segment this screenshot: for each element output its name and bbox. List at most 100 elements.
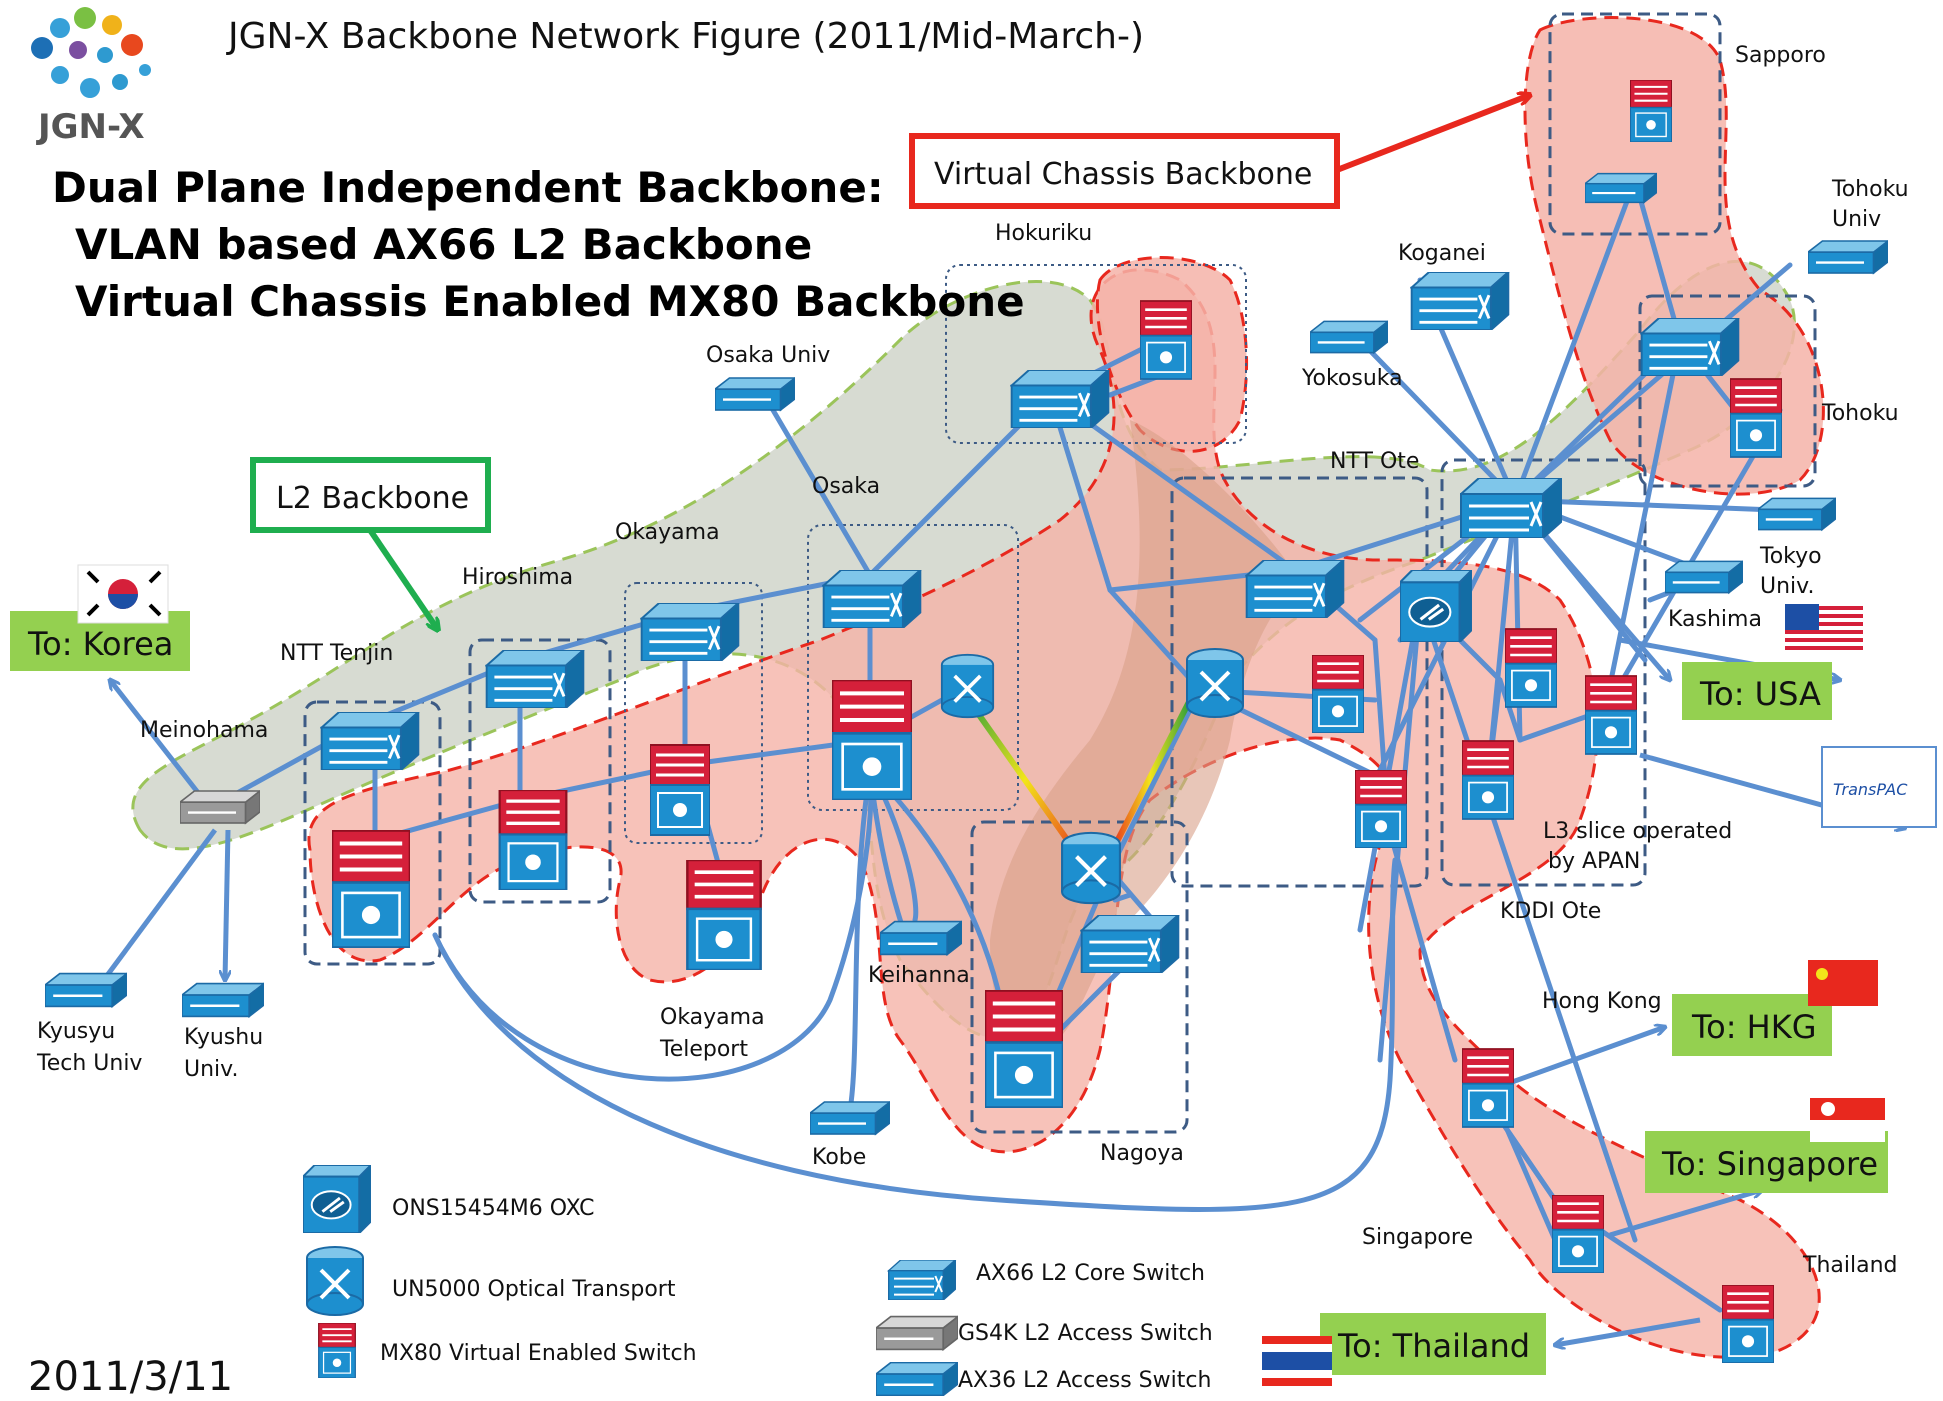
optical-links xyxy=(962,674,1193,867)
nagoya-optical-transport xyxy=(1062,833,1120,903)
label-kashima: Kashima xyxy=(1668,607,1762,632)
tohoku-mx80 xyxy=(1730,378,1782,458)
mx80-region-north xyxy=(1523,16,1825,496)
tohoku-univ-switch xyxy=(1808,239,1888,275)
singapore-flag-icon xyxy=(1810,1098,1885,1142)
destination-singapore: To: Singapore xyxy=(1661,1145,1878,1183)
optical-transport-icon xyxy=(307,1247,363,1315)
label-osaka-univ: Osaka Univ xyxy=(706,343,830,368)
okayama-teleport-mx80 xyxy=(685,860,763,970)
label-sapporo: Sapporo xyxy=(1735,43,1826,68)
kddi-ote-mx80-a xyxy=(1505,628,1557,708)
label-tohoku-univ-1: Tohoku xyxy=(1831,177,1909,202)
legend-ax66-label: AX66 L2 Core Switch xyxy=(976,1261,1205,1286)
keihanna-switch xyxy=(880,920,962,956)
ax36-access-switch-icon xyxy=(876,1362,958,1396)
tokyo-univ-switch xyxy=(1758,496,1836,532)
kashima-switch xyxy=(1665,559,1743,595)
label-kddi-ote: KDDI Ote xyxy=(1500,899,1601,924)
virtual-chassis-callout-label: Virtual Chassis Backbone xyxy=(934,157,1312,192)
gs4k-access-switch-icon xyxy=(876,1315,958,1351)
label-koganei: Koganei xyxy=(1398,241,1486,266)
hong-kong-mx80 xyxy=(1462,1048,1514,1128)
thailand-box xyxy=(1320,1313,1546,1375)
heading-line-2: VLAN based AX66 L2 Backbone xyxy=(75,220,812,269)
hokuriku-core-switch xyxy=(1010,370,1110,428)
nagoya-mx80 xyxy=(985,990,1063,1108)
label-tohoku-univ-2: Univ xyxy=(1832,207,1881,232)
mx80-switch-icon xyxy=(318,1323,356,1378)
hiroshima-core-switch xyxy=(485,650,585,708)
ntt-ote-optical-transport xyxy=(1187,649,1243,717)
label-singapore: Singapore xyxy=(1362,1225,1473,1250)
heading-line-3: Virtual Chassis Enabled MX80 Backbone xyxy=(75,277,1025,326)
okayama-core-switch xyxy=(640,603,740,661)
label-l3-slice-1: L3 slice operated xyxy=(1543,819,1732,844)
label-kyusyu-tech-1: Kyusyu xyxy=(37,1019,115,1044)
legend-transport-label: UN5000 Optical Transport xyxy=(392,1277,676,1302)
transpac-logo: TransPAC xyxy=(1821,746,1937,828)
label-hokuriku: Hokuriku xyxy=(995,221,1092,246)
ntt-ote-oxc xyxy=(1400,570,1472,642)
label-osaka: Osaka xyxy=(812,474,880,499)
external-arrows xyxy=(100,498,1905,1345)
nagoya-box xyxy=(970,820,1189,1134)
jgn-x-logo: JGN-X xyxy=(31,7,151,147)
label-ntt-tenjin: NTT Tenjin xyxy=(280,641,393,666)
ntt-ote-mx80-a xyxy=(1312,655,1364,733)
legend: ONS15454M6 OXC UN5000 Optical Transport … xyxy=(303,1165,1213,1396)
label-tohoku: Tohoku xyxy=(1821,401,1899,426)
kddi-ote-mx80-b xyxy=(1585,675,1637,755)
usa-flag-icon xyxy=(1785,604,1863,654)
virtual-chassis-callout: Virtual Chassis Backbone xyxy=(909,95,1530,209)
label-okayama-teleport-2: Teleport xyxy=(659,1037,748,1062)
label-l3-slice-2: by APAN xyxy=(1548,849,1640,874)
destination-usa: To: USA xyxy=(1699,675,1821,713)
heading-line-1: Dual Plane Independent Backbone: xyxy=(52,163,884,212)
label-kyusyu-tech-2: Tech Univ xyxy=(36,1051,142,1076)
legend-ax36-label: AX36 L2 Access Switch xyxy=(958,1368,1211,1393)
ntt-tenjin-mx80 xyxy=(332,830,410,948)
destination-hkg: To: HKG xyxy=(1691,1008,1816,1046)
ntt-ote-box xyxy=(1170,476,1429,888)
label-okayama: Okayama xyxy=(615,520,720,545)
label-kyushu-univ-2: Univ. xyxy=(184,1057,238,1082)
thailand-flag-icon xyxy=(1262,1336,1332,1386)
label-meinohama: Meinohama xyxy=(140,718,268,743)
kyusyu-tech-switch xyxy=(45,972,127,1008)
thailand-mx80 xyxy=(1722,1285,1774,1363)
label-hiroshima: Hiroshima xyxy=(462,565,573,590)
l2-backbone-callout: L2 Backbone xyxy=(250,457,491,630)
label-ntt-ote: NTT Ote xyxy=(1330,449,1419,474)
ntt-tenjin-core-switch xyxy=(320,712,420,770)
osaka-box xyxy=(807,524,1019,811)
osaka-univ-switch xyxy=(715,376,795,412)
osaka-optical-transport xyxy=(942,655,993,717)
l2-backbone-callout-label: L2 Backbone xyxy=(276,481,469,516)
legend-oxc-label: ONS15454M6 OXC xyxy=(392,1196,594,1221)
label-nagoya: Nagoya xyxy=(1100,1141,1184,1166)
korea-flag-icon xyxy=(77,564,169,624)
date-label: 2011/3/11 xyxy=(28,1354,233,1396)
label-yokosuka: Yokosuka xyxy=(1301,366,1403,391)
hokuriku-mx80 xyxy=(1140,300,1192,380)
logo-text: JGN-X xyxy=(36,107,145,147)
nagoya-core-switch xyxy=(1080,915,1180,973)
tohoku-core-switch xyxy=(1640,318,1740,376)
label-kobe: Kobe xyxy=(812,1145,866,1170)
kddi-ote-core-switch xyxy=(1460,478,1562,538)
ntt-ote-mx80-b xyxy=(1355,770,1407,848)
legend-gs4k-label: GS4K L2 Access Switch xyxy=(958,1321,1213,1346)
koganei-switch xyxy=(1410,272,1510,330)
label-okayama-teleport-1: Okayama xyxy=(660,1005,765,1030)
okayama-box xyxy=(624,582,763,844)
destination-thailand: To: Thailand xyxy=(1337,1327,1530,1365)
ntt-tenjin-box xyxy=(303,700,442,966)
label-tokyo-univ-1: Tokyo xyxy=(1759,544,1822,569)
hiroshima-box xyxy=(468,638,612,904)
sapporo-access-switch xyxy=(1585,172,1657,204)
label-kyushu-univ-1: Kyushu xyxy=(184,1025,263,1050)
yokosuka-switch xyxy=(1310,319,1388,355)
transpac-logo-text: TransPAC xyxy=(1833,780,1908,799)
